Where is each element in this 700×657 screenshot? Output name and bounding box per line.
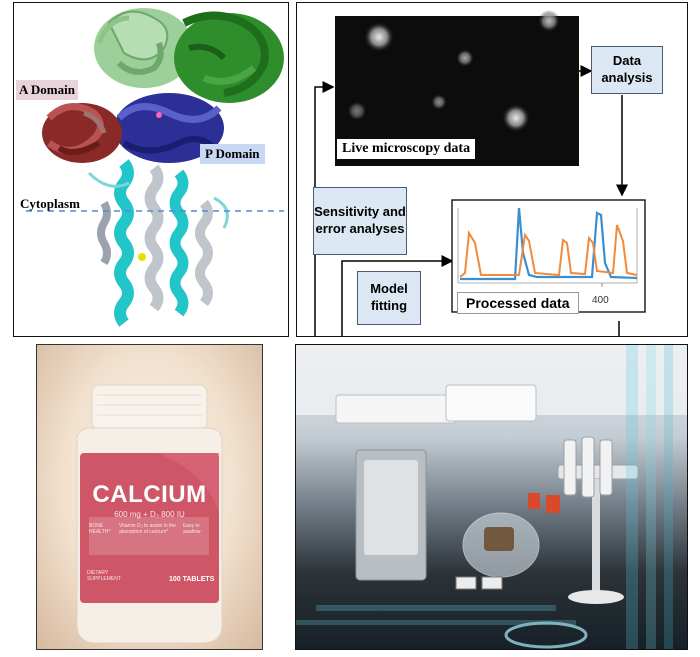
fluorescent-cells — [347, 10, 560, 132]
bottle-label — [80, 453, 219, 603]
test-tube-overlay — [296, 345, 673, 649]
processed-data-label: Processed data — [457, 292, 579, 314]
transmembrane-helices — [87, 159, 229, 327]
timer-device — [455, 576, 477, 590]
pipette-rack — [528, 436, 639, 604]
calcium-bottle-photo: CALCIUM 600 mg + D₃ 800 IU BONE HEALTH* … — [36, 344, 263, 650]
n-domain-lightgreen — [94, 8, 194, 88]
lab-illustration — [296, 345, 687, 649]
sensitivity-analysis-box: Sensitivity and error analyses — [313, 187, 407, 255]
a-domain-red — [42, 103, 122, 163]
dose-text: 600 mg + D₃ 800 IU — [114, 510, 185, 519]
data-analysis-box: Data analysis — [591, 46, 663, 94]
lab-bench-photo — [295, 344, 688, 650]
label-center-text: Vitamin D₃ to assist in the absorption o… — [119, 523, 176, 535]
axis-tick-label: 400 — [592, 295, 609, 306]
series-orange-trace — [459, 224, 638, 278]
n-domain-darkgreen — [174, 11, 284, 103]
microscopy-label: Live microscopy data — [337, 139, 476, 159]
cytoplasm-label: Cytoplasm — [20, 196, 80, 211]
tablet-count: 100 TABLETS — [169, 576, 215, 583]
series-blue-trace — [460, 207, 638, 281]
protein-structure-illustration — [26, 8, 284, 327]
model-fitting-box: Model fitting — [357, 271, 421, 325]
bottle-cap — [91, 384, 208, 431]
label-bottom-left: DIETARY SUPPLEMENT — [87, 570, 121, 582]
plot-axes — [457, 208, 638, 287]
brand-name: CALCIUM — [92, 481, 207, 508]
bottle-illustration — [76, 384, 223, 644]
label-side-right: Easy to swallow — [183, 523, 201, 535]
a-domain-label: A Domain — [16, 80, 78, 100]
protein-structure-panel: A Domain P Domain Cytoplasm — [13, 2, 289, 337]
label-side-left: BONE HEALTH* — [89, 523, 111, 535]
workflow-panel: Live microscopy data Data analysis Sensi… — [296, 2, 688, 337]
p-domain-blue — [114, 93, 224, 163]
p-domain-label: P Domain — [200, 144, 265, 164]
